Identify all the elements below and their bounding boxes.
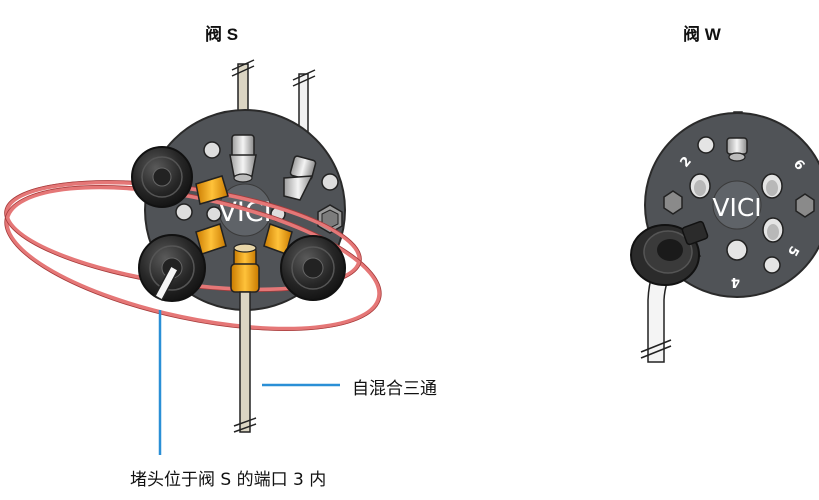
- knob-left: [138, 234, 206, 302]
- port-number-4: 4: [731, 274, 740, 289]
- plug-pin: [153, 264, 180, 302]
- hex-bolt-icon: [795, 193, 815, 218]
- valve-s-nut-left: [229, 134, 257, 183]
- valve-s-bottom-tube: [233, 291, 257, 433]
- valve-s: VICI: [4, 59, 382, 433]
- knob-right: [280, 235, 346, 301]
- yellow-fitting-left: [195, 223, 227, 255]
- yellow-fitting-bottom: [230, 243, 260, 293]
- plug-label: 堵头位于阀 S 的端口 3 内: [130, 470, 327, 490]
- valve-w-title: 阀 W: [683, 25, 721, 44]
- valve-s-title: 阀 S: [205, 25, 239, 44]
- knob-top-left: [131, 146, 193, 208]
- valve-w-nut: [726, 137, 748, 162]
- valve-w: VICI 2 6 5 4: [630, 111, 819, 363]
- hex-bolt-icon: [663, 190, 683, 215]
- valve-w-large-fitting: [630, 220, 709, 286]
- valve-s-nut-right: [283, 155, 317, 201]
- mixing-tee-label: 自混合三通: [352, 379, 437, 399]
- yellow-fitting-top-left: [195, 175, 229, 205]
- valve-w-brand: VICI: [712, 193, 761, 222]
